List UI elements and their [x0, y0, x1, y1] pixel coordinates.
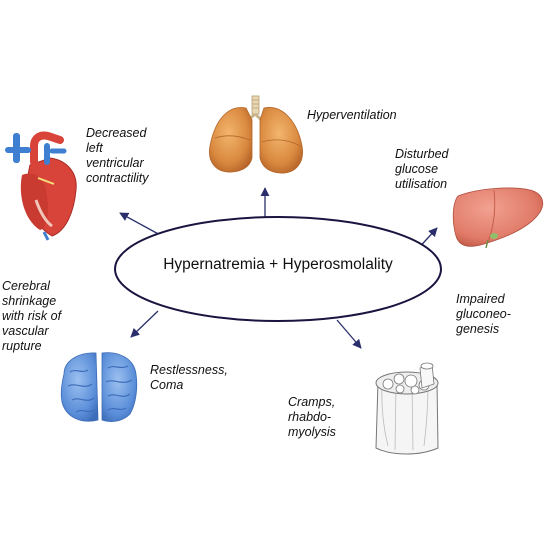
arrow-to-heart: [119, 212, 163, 237]
arrow-to-muscle: [336, 319, 362, 349]
brain-shrinkage-effect-label: Cerebral shrinkage with risk of vascular…: [2, 279, 62, 353]
brain-illustration: [60, 352, 138, 422]
lungs-effect-label: Hyperventilation: [307, 108, 397, 122]
liver-illustration: [452, 187, 544, 249]
arrow-to-brain: [130, 310, 159, 338]
brain-coma-effect-label: Restlessness, Coma: [150, 363, 228, 392]
muscle-effect-label: Cramps, rhabdo- myolysis: [288, 395, 336, 439]
central-ellipse: [114, 216, 442, 322]
heart-illustration: [5, 131, 77, 241]
liver-glucose-effect-label: Disturbed glucose utilisation: [395, 147, 449, 191]
liver-gluconeo-effect-label: Impaired gluconeo- genesis: [456, 292, 511, 336]
heart-effect-label: Decreased left ventricular contractility: [86, 126, 149, 185]
center-label: Hypernatremia + Hyperosmolality: [163, 256, 393, 273]
lungs-illustration: [209, 95, 303, 174]
muscle-fiber-illustration: [375, 362, 439, 455]
